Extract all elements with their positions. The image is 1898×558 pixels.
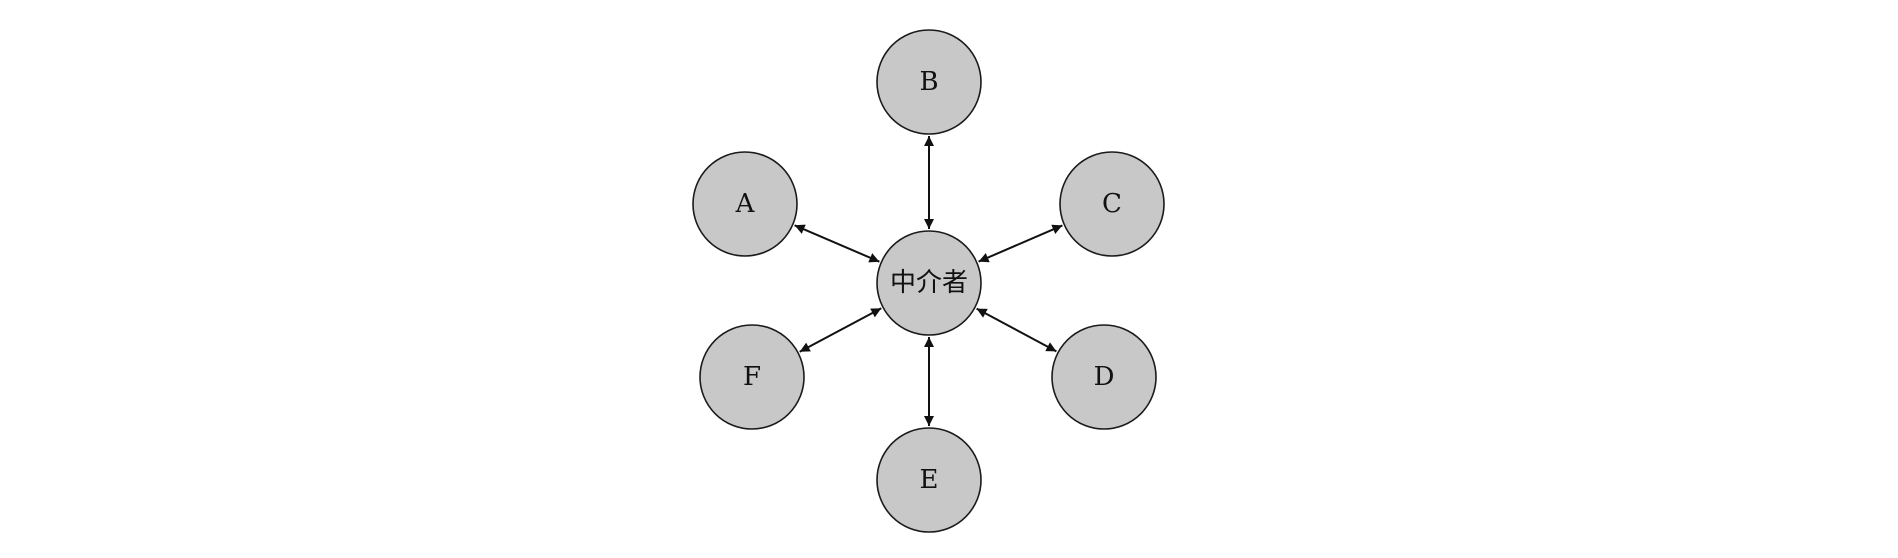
- node-mediator-circle: [876, 230, 982, 336]
- node-b-circle: [876, 29, 982, 135]
- node-e-circle: [876, 427, 982, 533]
- node-f: F: [699, 324, 805, 430]
- node-a-label: A: [735, 189, 756, 219]
- node-e: E: [876, 427, 982, 533]
- node-mediator: 中介者: [876, 230, 982, 336]
- node-c-circle: [1059, 151, 1165, 257]
- edges-group: [794, 136, 1063, 426]
- node-b: B: [876, 29, 982, 135]
- node-f-label: F: [743, 362, 761, 392]
- node-d-label: D: [1094, 362, 1115, 392]
- edge-mediator-d: [976, 307, 1057, 353]
- node-c: C: [1059, 151, 1165, 257]
- edge-mediator-a: [794, 224, 880, 263]
- node-d: D: [1051, 324, 1157, 430]
- node-a: A: [692, 151, 798, 257]
- edge-mediator-f: [799, 307, 882, 353]
- node-d-circle: [1051, 324, 1157, 430]
- edge-mediator-c: [978, 224, 1063, 263]
- node-a-circle: [692, 151, 798, 257]
- node-b-label: B: [919, 67, 938, 97]
- node-f-circle: [699, 324, 805, 430]
- node-mediator-label: 中介者: [890, 268, 968, 298]
- node-c-label: C: [1102, 189, 1122, 219]
- nodes-group: B A C F D E 中介者: [692, 29, 1165, 533]
- node-e-label: E: [920, 465, 939, 495]
